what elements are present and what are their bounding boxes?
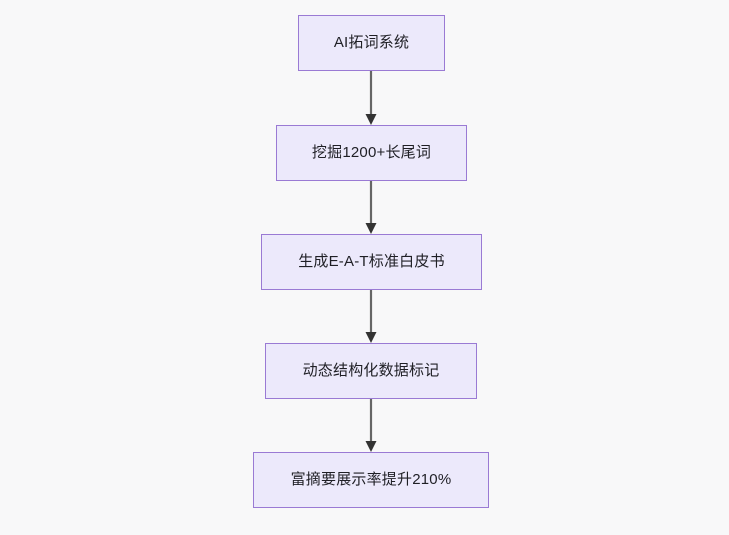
edge-n4-to-n5 [359,399,383,452]
edge-n2-to-n3 [359,181,383,234]
edge-n3-to-n4 [359,290,383,343]
node-label: AI拓词系统 [333,34,410,51]
flowchart-node-rich-snippet-uplift[interactable]: 富摘要展示率提升210% [253,452,489,508]
node-label: 生成E-A-T标准白皮书 [298,253,445,270]
flowchart-node-dynamic-structured-data[interactable]: 动态结构化数据标记 [265,343,477,399]
flowchart-node-generate-eat-whitepaper[interactable]: 生成E-A-T标准白皮书 [261,234,482,290]
flowchart-node-mine-longtail-keywords[interactable]: 挖掘1200+长尾词 [276,125,467,181]
node-label: 富摘要展示率提升210% [290,471,452,488]
flowchart-node-ai-keyword-system[interactable]: AI拓词系统 [298,15,445,71]
node-label: 动态结构化数据标记 [302,362,440,379]
node-label: 挖掘1200+长尾词 [311,144,432,161]
edge-n1-to-n2 [359,71,383,125]
